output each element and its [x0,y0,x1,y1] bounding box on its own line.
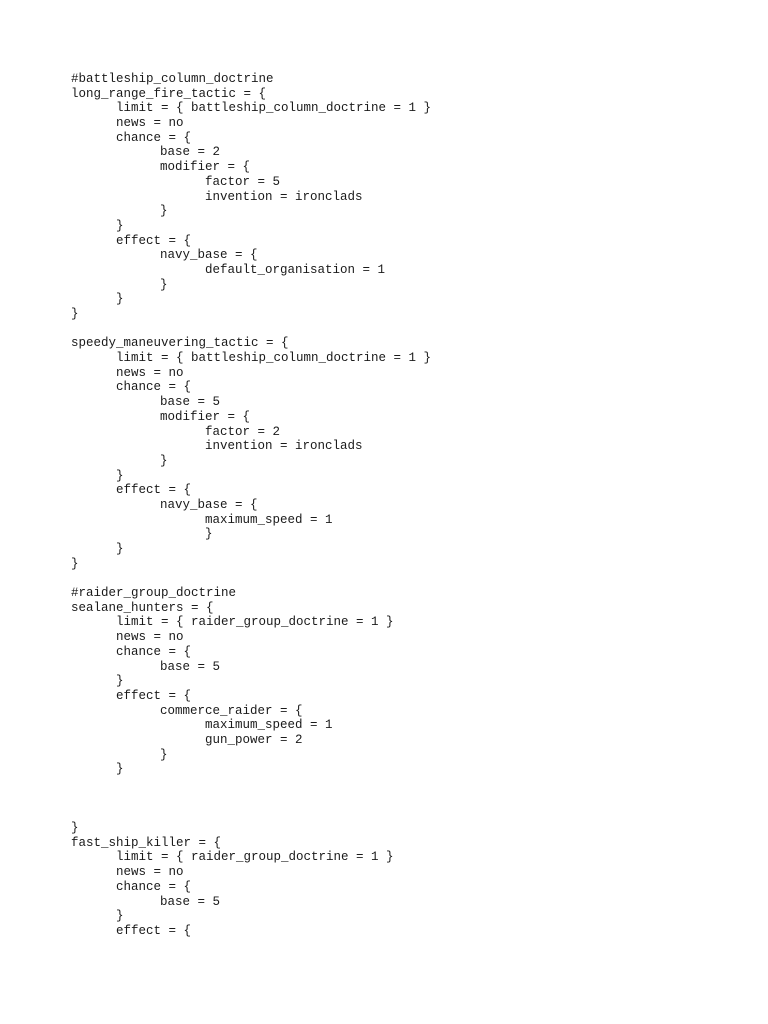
code-line: } [116,292,124,307]
code-line: speedy_maneuvering_tactic = { [71,336,289,351]
code-line: limit = { battleship_column_doctrine = 1… [116,101,432,116]
blank-line [71,571,731,586]
code-line: base = 5 [160,659,221,674]
code-line: limit = { raider_group_doctrine = 1 } [116,850,394,865]
code-line: } [116,909,124,924]
code-line: sealane_hunters = { [71,600,214,615]
code-line: modifier = { [160,409,251,424]
code-line: limit = { battleship_column_doctrine = 1… [116,351,432,366]
code-line: } [71,821,79,836]
code-line: } [71,556,79,571]
code-line: } [116,674,124,689]
code-line: gun_power = 2 [205,732,303,747]
code-line: base = 5 [160,894,221,909]
code-line: effect = { [116,688,192,703]
code-line: news = no [116,630,184,645]
code-line: commerce_raider = { [160,703,303,718]
code-line: factor = 2 [205,424,281,439]
code-line: } [116,218,124,233]
code-line: fast_ship_killer = { [71,835,222,850]
code-line: base = 5 [160,395,221,410]
code-line: } [160,747,168,762]
blank-line [71,777,731,792]
code-line: effect = { [116,233,192,248]
code-line: effect = { [116,923,192,938]
code-line: chance = { [116,879,192,894]
code-line: default_organisation = 1 [205,262,386,277]
code-line: invention = ironclads [205,439,363,454]
blank-line [71,806,731,821]
code-line: chance = { [116,380,192,395]
code-line: news = no [116,865,184,880]
code-line: effect = { [116,483,192,498]
code-line: limit = { raider_group_doctrine = 1 } [116,615,394,630]
code-line: } [160,204,168,219]
code-line: #raider_group_doctrine [71,586,237,601]
code-line: } [71,307,79,321]
code-line: base = 2 [160,145,221,160]
code-line: navy_base = { [160,497,258,512]
blank-line [71,322,731,337]
code-line: } [160,453,168,468]
code-line: long_range_fire_tactic = { [71,86,267,101]
code-line: } [160,277,168,292]
code-line: factor = 5 [205,174,281,189]
code-line: modifier = { [160,160,251,175]
code-line: invention = ironclads [205,189,363,204]
code-line: } [116,762,124,777]
code-line: } [116,542,124,556]
code-line: navy_base = { [160,248,258,263]
code-line: chance = { [116,130,192,145]
blank-line [71,792,731,807]
code-line: } [116,468,124,483]
code-line: } [205,527,213,542]
code-line: chance = { [116,644,192,659]
code-line: maximum_speed = 1 [205,512,333,527]
code-line: news = no [116,116,184,131]
code-line: #battleship_column_doctrine [71,72,274,86]
code-line: news = no [116,365,184,380]
code-line: maximum_speed = 1 [205,718,333,733]
